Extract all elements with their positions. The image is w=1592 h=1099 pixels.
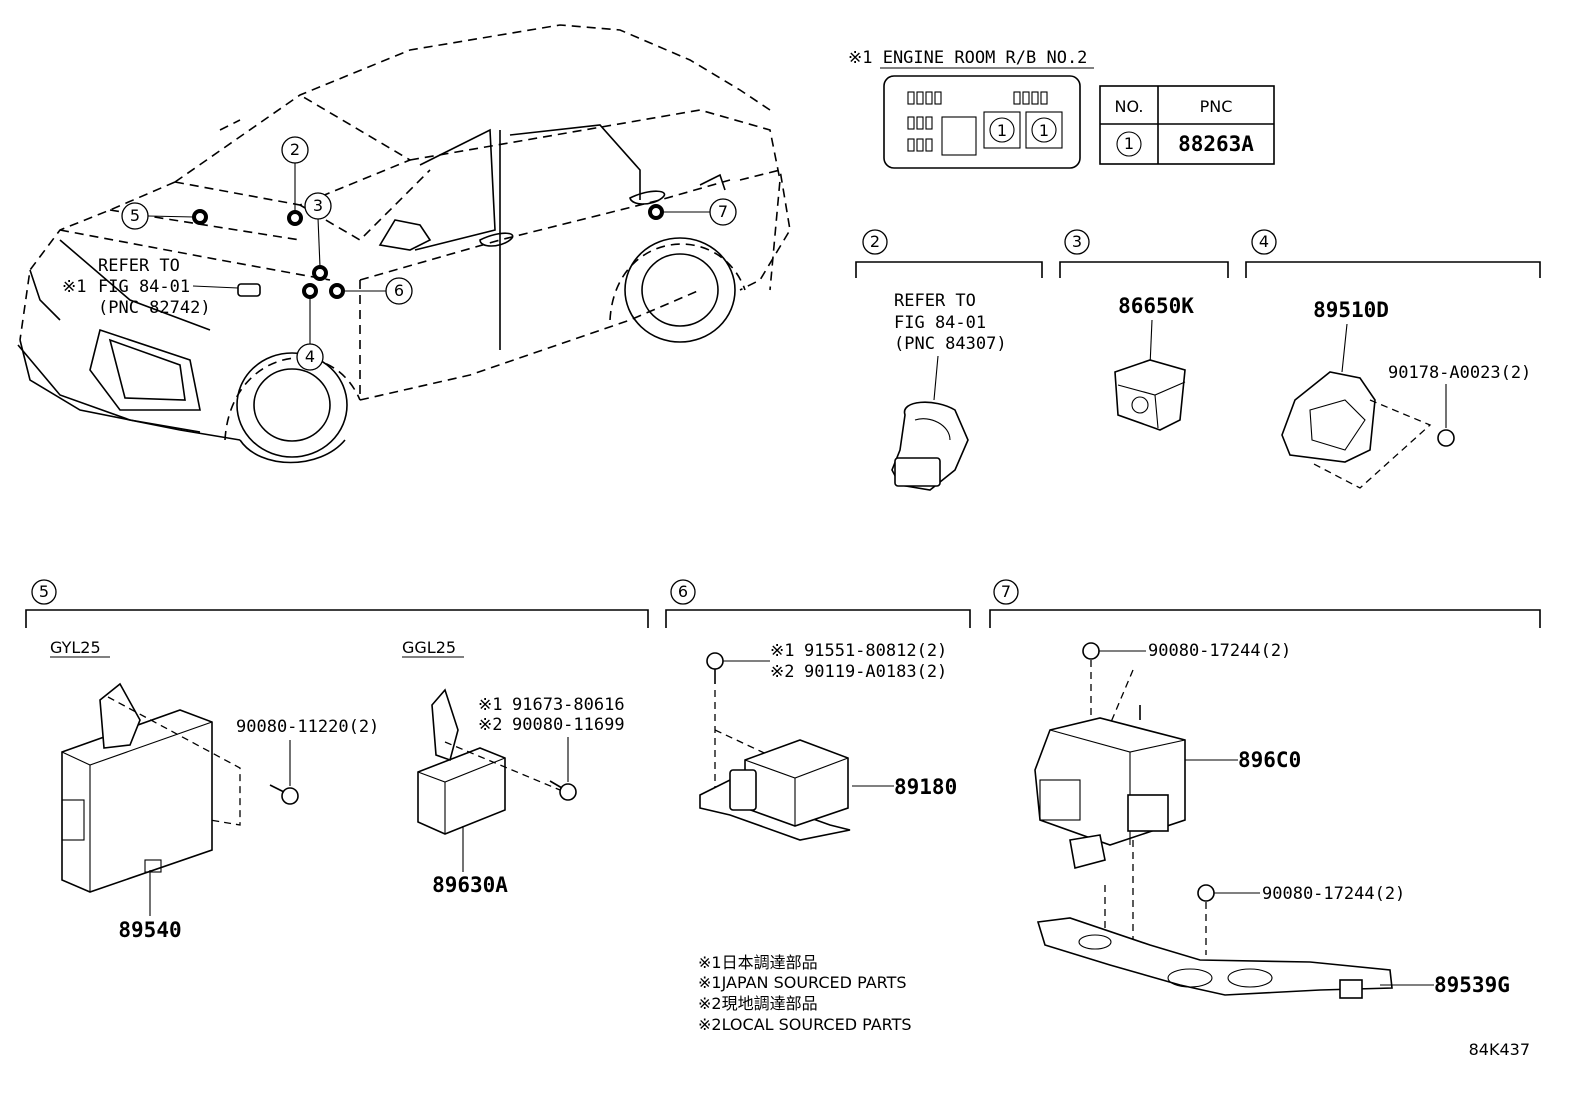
s4-part-89510D: 89510D	[1313, 298, 1389, 322]
car-refer-line-2: FIG 84-01	[98, 277, 190, 297]
s5-part-b: 89630A	[432, 873, 508, 897]
s3-part-86650K: 86650K	[1118, 294, 1194, 318]
relay-slot-1b: 1	[1039, 121, 1049, 140]
s4-fastener: 90178-A0023(2)	[1388, 363, 1531, 383]
relay-slot-1a: 1	[997, 121, 1007, 140]
relay-block-icon	[237, 283, 261, 297]
s7-nut-top: 90080-17244(2)	[1148, 641, 1291, 661]
table-header-pnc: PNC	[1200, 97, 1233, 116]
s2-refer-line-3: (PNC 84307)	[894, 334, 1007, 354]
horn-relay-part	[1114, 359, 1186, 431]
control-unit-896C0	[1034, 642, 1186, 960]
s6-bolt2: 90119-A0183(2)	[804, 662, 947, 682]
relay-box-fuses	[907, 91, 1063, 156]
section-5-number: 5	[39, 582, 49, 601]
table-cell-pnc: 88263A	[1178, 132, 1254, 156]
s6-bolt1: 91551-80812(2)	[804, 641, 947, 661]
s5-bolt-b1: 91673-80616	[512, 695, 625, 715]
table-header-no: NO.	[1115, 97, 1144, 116]
legend-title: ※1 ENGINE ROOM R/B NO.2	[848, 48, 1087, 68]
car-refer-line-1: REFER TO	[98, 256, 180, 276]
sensor-module-89180	[699, 652, 851, 841]
spiral-cable-part	[891, 401, 969, 491]
section-7-number: 7	[1001, 582, 1011, 601]
s5-part-a: 89540	[118, 918, 181, 942]
note-2-en: ※2LOCAL SOURCED PARTS	[698, 1015, 912, 1034]
marker-7	[648, 204, 664, 220]
s5-bolt-a: 90080-11220(2)	[236, 717, 379, 737]
s6-bolt1-mark: ※1	[770, 641, 794, 661]
section-brackets-row1	[855, 229, 1541, 278]
bracket-89539G	[1036, 884, 1393, 999]
marker-2	[287, 210, 303, 226]
marker-6	[329, 283, 345, 299]
section-3-number: 3	[1072, 232, 1082, 251]
marker-5	[192, 209, 208, 225]
section-brackets-row2	[25, 579, 1541, 628]
s5-variant-a: GYL25	[50, 638, 101, 657]
s5-variant-b: GGL25	[402, 638, 456, 657]
control-module-89630A	[417, 688, 577, 835]
relay-box-outline	[883, 75, 1081, 169]
car-refer-mark: ※1	[62, 277, 86, 297]
car-refer-line-3: (PNC 82742)	[98, 298, 211, 318]
marker-3	[312, 265, 328, 281]
section-4-number: 4	[1259, 232, 1269, 251]
s5-bolt-b2-mark: ※2	[478, 715, 502, 735]
callout-7: 7	[718, 202, 728, 221]
callout-3: 3	[313, 196, 323, 215]
note-1-jp: ※1日本調達部品	[698, 953, 818, 972]
note-1-en: ※1JAPAN SOURCED PARTS	[698, 973, 907, 992]
s6-bolt2-mark: ※2	[770, 662, 794, 682]
s2-refer-line-2: FIG 84-01	[894, 313, 986, 333]
section-2-number: 2	[870, 232, 880, 251]
callout-5: 5	[130, 206, 140, 225]
s7-part-bottom: 89539G	[1434, 973, 1510, 997]
vehicle-illustration	[17, 24, 791, 464]
control-module-89540	[61, 682, 299, 893]
s5-bolt-b1-mark: ※1	[478, 695, 502, 715]
s7-nut-bottom: 90080-17244(2)	[1262, 884, 1405, 904]
callout-markers	[121, 136, 737, 371]
s6-part: 89180	[894, 775, 957, 799]
callout-2: 2	[290, 140, 300, 159]
marker-4	[302, 283, 318, 299]
s7-part-top: 896C0	[1238, 748, 1301, 772]
legend-table	[1099, 85, 1275, 165]
sensor-part	[1281, 371, 1455, 489]
table-cell-no: 1	[1124, 134, 1134, 153]
s2-refer-line-1: REFER TO	[894, 291, 976, 311]
figure-id: 84K437	[1469, 1040, 1530, 1059]
callout-6: 6	[394, 281, 404, 300]
callout-4: 4	[305, 347, 315, 366]
s5-bolt-b2: 90080-11699	[512, 715, 625, 735]
section-6-number: 6	[678, 582, 688, 601]
note-2-jp: ※2現地調達部品	[698, 994, 818, 1013]
